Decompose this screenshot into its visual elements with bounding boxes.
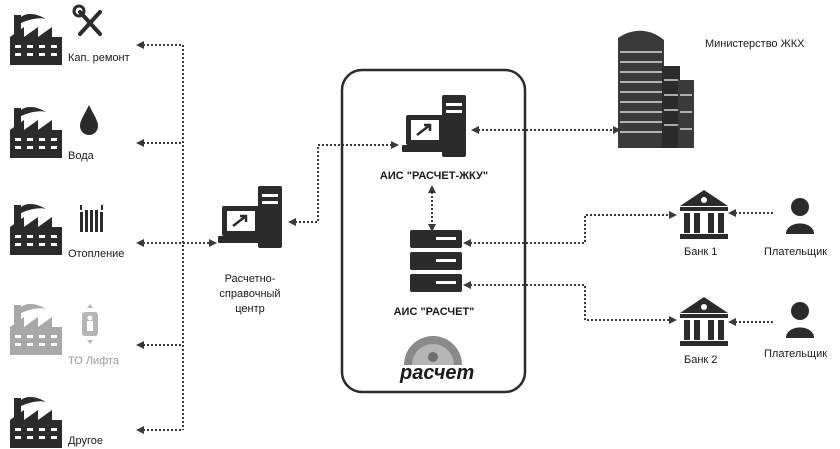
- consumer-label-drugoe: Другое: [68, 435, 103, 447]
- settlement-center-label-line1: Расчетно-: [224, 273, 276, 285]
- payer-2-icon: [786, 302, 814, 338]
- system-boundary-box: [340, 68, 527, 394]
- ministry-label: Министерство ЖКХ: [705, 38, 805, 50]
- server-rack-icon: [410, 230, 462, 292]
- consumer-label-to-lifta: ТО Лифта: [68, 355, 120, 367]
- payer-2-label: Плательщик: [764, 348, 828, 360]
- payer-1-icon: [786, 198, 814, 234]
- water-drop-icon: [80, 105, 98, 135]
- ais-zhku-computer-icon: [400, 93, 468, 159]
- factory-icon-drugoe: [10, 396, 62, 448]
- ais-raschet-label: АИС "РАСЧЕТ": [393, 306, 475, 318]
- settlement-center-label-line2: справочный: [219, 288, 281, 300]
- raschet-logo-emblem: [404, 336, 462, 365]
- consumer-label-voda: Вода: [68, 150, 94, 162]
- payer-1-label: Плательщик: [764, 246, 828, 258]
- bank-1-label: Банк 1: [684, 246, 718, 258]
- raschet-logo-text: расчет: [400, 362, 475, 384]
- bank-2-label: Банк 2: [684, 354, 718, 366]
- settlement-center-computer-icon: [216, 184, 284, 250]
- consumer-label-kap-remont: Кап. ремонт: [68, 52, 130, 64]
- factory-icon-voda: [10, 106, 62, 158]
- ais-zhku-label: АИС "РАСЧЕТ-ЖКУ": [379, 170, 489, 182]
- consumer-label-otoplenie: Отопление: [68, 248, 125, 260]
- arrowheads: [136, 41, 736, 434]
- elevator-icon: [82, 304, 98, 344]
- radiator-icon: [80, 205, 103, 232]
- factory-icon-kap-remont: [10, 13, 62, 66]
- settlement-center-label-line3: центр: [235, 303, 265, 315]
- connector-lines: [143, 44, 775, 431]
- factory-icon-otoplenie: [10, 203, 62, 255]
- bank-1-icon: [680, 190, 728, 239]
- settlement-center-label: Расчетно- справочный центр: [205, 272, 295, 317]
- wrench-screwdriver-icon: [72, 4, 102, 36]
- bank-2-icon: [680, 297, 728, 346]
- factory-icon-to-lifta: [10, 303, 62, 355]
- ministry-building-icon: [618, 30, 694, 148]
